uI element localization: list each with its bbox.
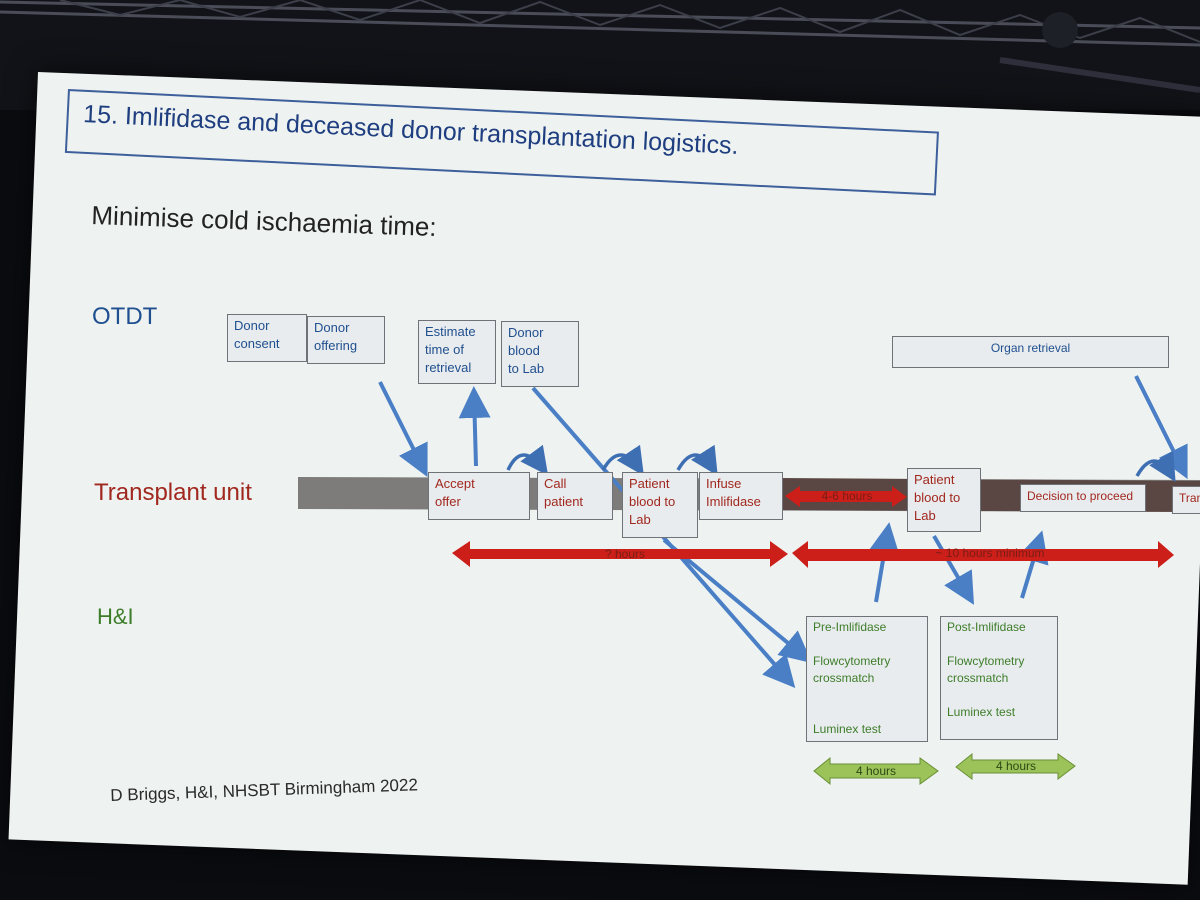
curve-arrow-3	[676, 444, 718, 476]
box-donor-offering: Donor offering	[307, 316, 385, 364]
box-donor-consent: Donor consent	[227, 314, 307, 362]
arrow-pre-to-patient-blood	[868, 522, 900, 603]
arrow-blood-to-post	[932, 534, 975, 605]
arrow-patient-blood-to-lab	[662, 538, 813, 664]
box-transplant-cut: Tran	[1172, 486, 1200, 514]
arrow-accept-to-estimate	[458, 386, 491, 467]
box-post-imlifidase: Post-Imlifidase Flowcytometry crossmatch…	[940, 616, 1058, 740]
green-arrow-post	[955, 752, 1076, 781]
box-patient-blood-1: Patient blood to Lab	[622, 472, 698, 538]
box-patient-blood-2: Patient blood to Lab	[907, 468, 981, 532]
box-decision-to-proceed: Decision to proceed	[1020, 484, 1146, 512]
arrow-post-to-decision	[1017, 530, 1049, 599]
lane-otdt: OTDT	[92, 303, 158, 330]
curve-arrow-4	[1135, 450, 1176, 483]
label-post-4-hours: 4 hours	[995, 759, 1037, 773]
lane-hi: H&I	[97, 604, 134, 629]
green-arrow-pre	[813, 756, 939, 786]
label-pre-4-hours: 4 hours	[855, 764, 897, 778]
label-10-hours: ~ 10 hours minimum	[935, 546, 1045, 560]
box-accept-offer: Accept offer	[428, 472, 530, 520]
box-organ-retrieval: Organ retrieval	[892, 336, 1169, 368]
box-infuse-imlifidase: Infuse Imlifidase	[699, 472, 783, 520]
label-unknown-hours: ? hours	[604, 547, 646, 561]
box-pre-imlifidase: Pre-Imlifidase Flowcytometry crossmatch …	[806, 616, 928, 742]
label-4-6-hours: 4-6 hours	[821, 489, 873, 503]
box-call-patient: Call patient	[537, 472, 613, 520]
red-arrow-unknown-hours	[452, 541, 788, 567]
curve-arrow-2	[601, 444, 644, 476]
lane-transplant-unit: Transplant unit	[94, 479, 252, 506]
red-arrow-10-hours	[792, 541, 1174, 568]
red-arrow-4-6-hours	[785, 486, 907, 507]
arrow-retrieval-to-transplant	[1134, 375, 1188, 480]
arrow-offer-to-accept	[378, 381, 428, 478]
curve-arrow-1	[506, 444, 549, 476]
box-donor-blood: Donor blood to Lab	[501, 321, 579, 387]
box-estimate-retrieval: Estimate time of retrieval	[418, 320, 496, 384]
